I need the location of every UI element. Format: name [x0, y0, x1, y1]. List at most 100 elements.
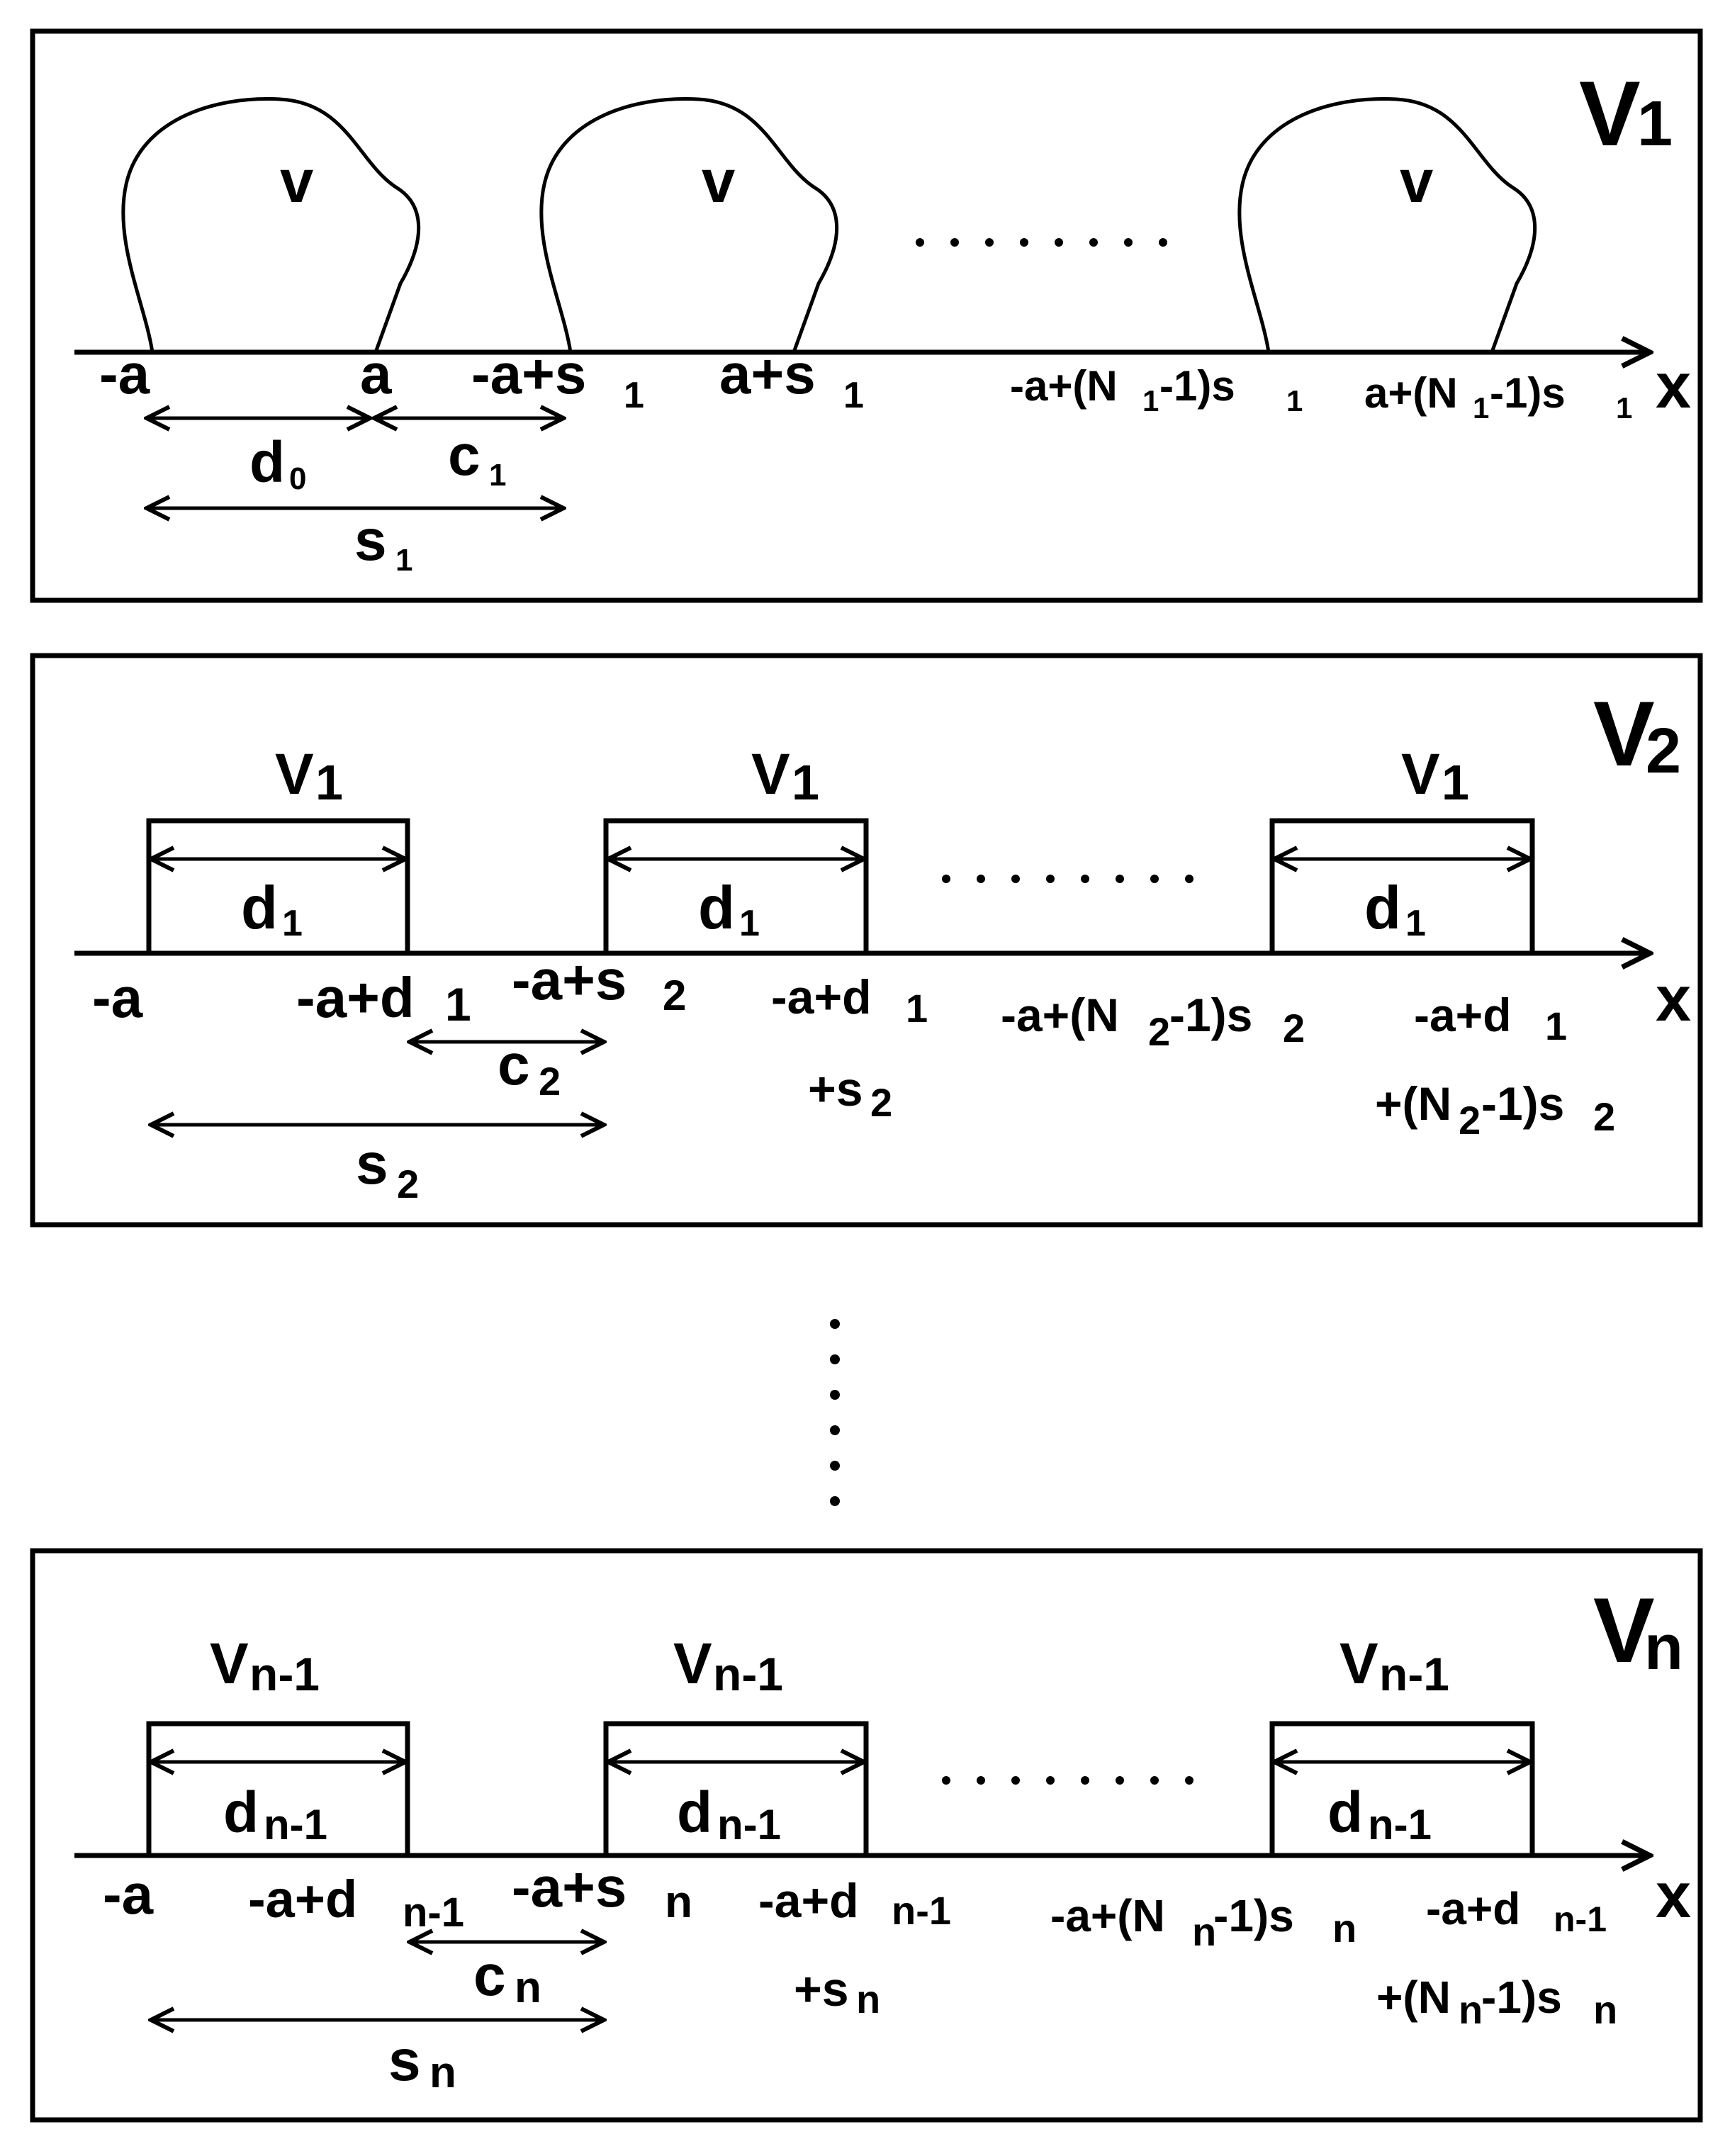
tick-label-sub: 1 — [906, 986, 928, 1031]
panel-v2-x-label: x — [1656, 964, 1691, 1035]
panel-v1: V 1 x v v v -a a -a+s 1 a+s 1 -a+(N 1 -1… — [30, 28, 1703, 603]
subunit-width-label: d — [698, 875, 735, 942]
subunit-label-sub: n-1 — [1379, 1648, 1449, 1700]
subunit-width-label-sub: n-1 — [1368, 1801, 1432, 1848]
tick-label: a+s — [719, 342, 816, 405]
tick-label-sub: 2 — [663, 972, 686, 1019]
tick-label: -a+d — [771, 970, 872, 1024]
dimension-label: s — [354, 508, 387, 573]
tick-label-sub: n — [1332, 1906, 1357, 1950]
subunit-width-label: d — [241, 875, 278, 942]
tick-label: -a — [92, 966, 143, 1029]
panel-v1-x-label: x — [1656, 351, 1691, 422]
tick-label: -a — [99, 342, 150, 405]
subunit-label-sub: 1 — [1442, 755, 1469, 810]
dimension-label-sub: 1 — [395, 543, 412, 578]
tick-label-sub: 1 — [1473, 391, 1489, 425]
tick-label: a — [360, 342, 392, 405]
subunit-label: V — [1401, 742, 1440, 807]
subunit-width-label-sub: n-1 — [717, 1801, 781, 1848]
subunit-width-label: d — [1327, 1780, 1363, 1845]
tick-label: -a — [103, 1863, 154, 1926]
tick-label: -1)s — [1481, 1972, 1562, 2023]
panel-vn-ellipsis — [942, 1776, 1193, 1785]
tick-label: -1)s — [1213, 1890, 1294, 1941]
panel-v2-ellipsis — [942, 875, 1193, 883]
subunit-label: V — [275, 742, 314, 807]
subunit-label-sub: n-1 — [249, 1648, 320, 1700]
tick-label: +s — [794, 1963, 849, 2016]
subunit-box — [1269, 818, 1535, 953]
tick-label-sub: 1 — [1545, 1004, 1567, 1048]
subunit-box — [146, 1721, 410, 1855]
subunit-label-sub: 1 — [792, 755, 819, 810]
object-v-shape — [1237, 97, 1537, 353]
tick-label: -a+s — [512, 1855, 627, 1919]
tick-label: -a+s — [471, 342, 586, 405]
tick-label: -a+(N — [1050, 1890, 1165, 1941]
tick-label: -1)s — [1169, 989, 1252, 1041]
dimension-label-sub: 2 — [397, 1162, 419, 1206]
panel-v1-title-sub: 1 — [1637, 89, 1673, 159]
panel-v1-ellipsis — [916, 238, 1167, 247]
dimension-label-sub: n — [515, 1963, 541, 2012]
tick-label: -a+d — [1426, 1883, 1520, 1934]
subunit-width-label: d — [1364, 875, 1401, 942]
subunit-label: V — [673, 1632, 712, 1696]
tick-label-sub: n-1 — [403, 1890, 464, 1936]
dimension-label-sub: 1 — [489, 458, 506, 493]
subunit-width-label-sub: 1 — [282, 903, 303, 944]
tick-label: -a+d — [1414, 989, 1512, 1041]
subunit-box — [1269, 1721, 1535, 1855]
dimension-label: s — [388, 2028, 421, 2093]
tick-label: -a+(N — [1010, 362, 1118, 410]
tick-label-sub: 2 — [1593, 1094, 1615, 1139]
panel-v2: V 2 x V 1 V 1 V 1 d 1 d 1 d 1 -a -a+d — [30, 653, 1703, 1228]
subunit-width-label-sub: 1 — [739, 903, 760, 944]
tick-label: -a+s — [512, 948, 627, 1011]
tick-label-sub: n-1 — [1554, 1899, 1607, 1939]
tick-label-sub: 1 — [843, 375, 864, 416]
subunit-label: V — [1339, 1632, 1378, 1696]
subunit-label: V — [210, 1632, 249, 1696]
dimension-label: s — [356, 1132, 388, 1196]
tick-label: -a+(N — [1001, 989, 1119, 1041]
subunit-box — [603, 818, 869, 953]
tick-label: +(N — [1375, 1077, 1451, 1130]
dimension-label-sub: 2 — [539, 1059, 561, 1104]
tick-label-sub: 1 — [624, 375, 644, 416]
tick-label-sub: 2 — [870, 1080, 892, 1125]
vertical-ellipsis — [830, 1319, 840, 1506]
dimension-label-sub: n — [429, 2048, 456, 2097]
tick-label-sub: 1 — [1286, 384, 1303, 417]
subunit-width-label-sub: n-1 — [264, 1801, 327, 1848]
object-v-label: v — [702, 148, 735, 215]
tick-label: -a+d — [296, 966, 415, 1029]
panel-vn-title-sub: n — [1644, 1612, 1683, 1683]
tick-label: -1)s — [1490, 369, 1566, 417]
tick-label: -a+d — [248, 1870, 357, 1928]
tick-label: a+(N — [1364, 369, 1458, 417]
panel-v2-title: V — [1593, 682, 1655, 785]
tick-label: -1)s — [1481, 1077, 1564, 1130]
object-v-shape — [121, 97, 421, 353]
tick-label-sub: n — [1192, 1909, 1216, 1954]
dimension-label: c — [448, 423, 481, 488]
object-v-shape — [539, 97, 839, 353]
object-v-label: v — [280, 148, 313, 215]
panel-v2-frame — [30, 653, 1703, 1228]
tick-label-sub: n — [856, 1977, 880, 2021]
tick-label: -1)s — [1159, 362, 1235, 410]
tick-label-sub: 2 — [1459, 1098, 1481, 1142]
subunit-label-sub: 1 — [315, 755, 343, 810]
tick-label-sub: 1 — [445, 978, 471, 1031]
tick-label: +s — [808, 1062, 863, 1116]
dimension-label: c — [498, 1033, 530, 1097]
tick-label-sub: n — [1459, 1987, 1483, 2032]
object-v-label: v — [1400, 148, 1433, 215]
subunit-box — [146, 818, 410, 953]
subunit-width-label-sub: 1 — [1405, 903, 1426, 944]
subunit-width-label: d — [223, 1780, 259, 1845]
dimension-label: d — [249, 430, 285, 495]
